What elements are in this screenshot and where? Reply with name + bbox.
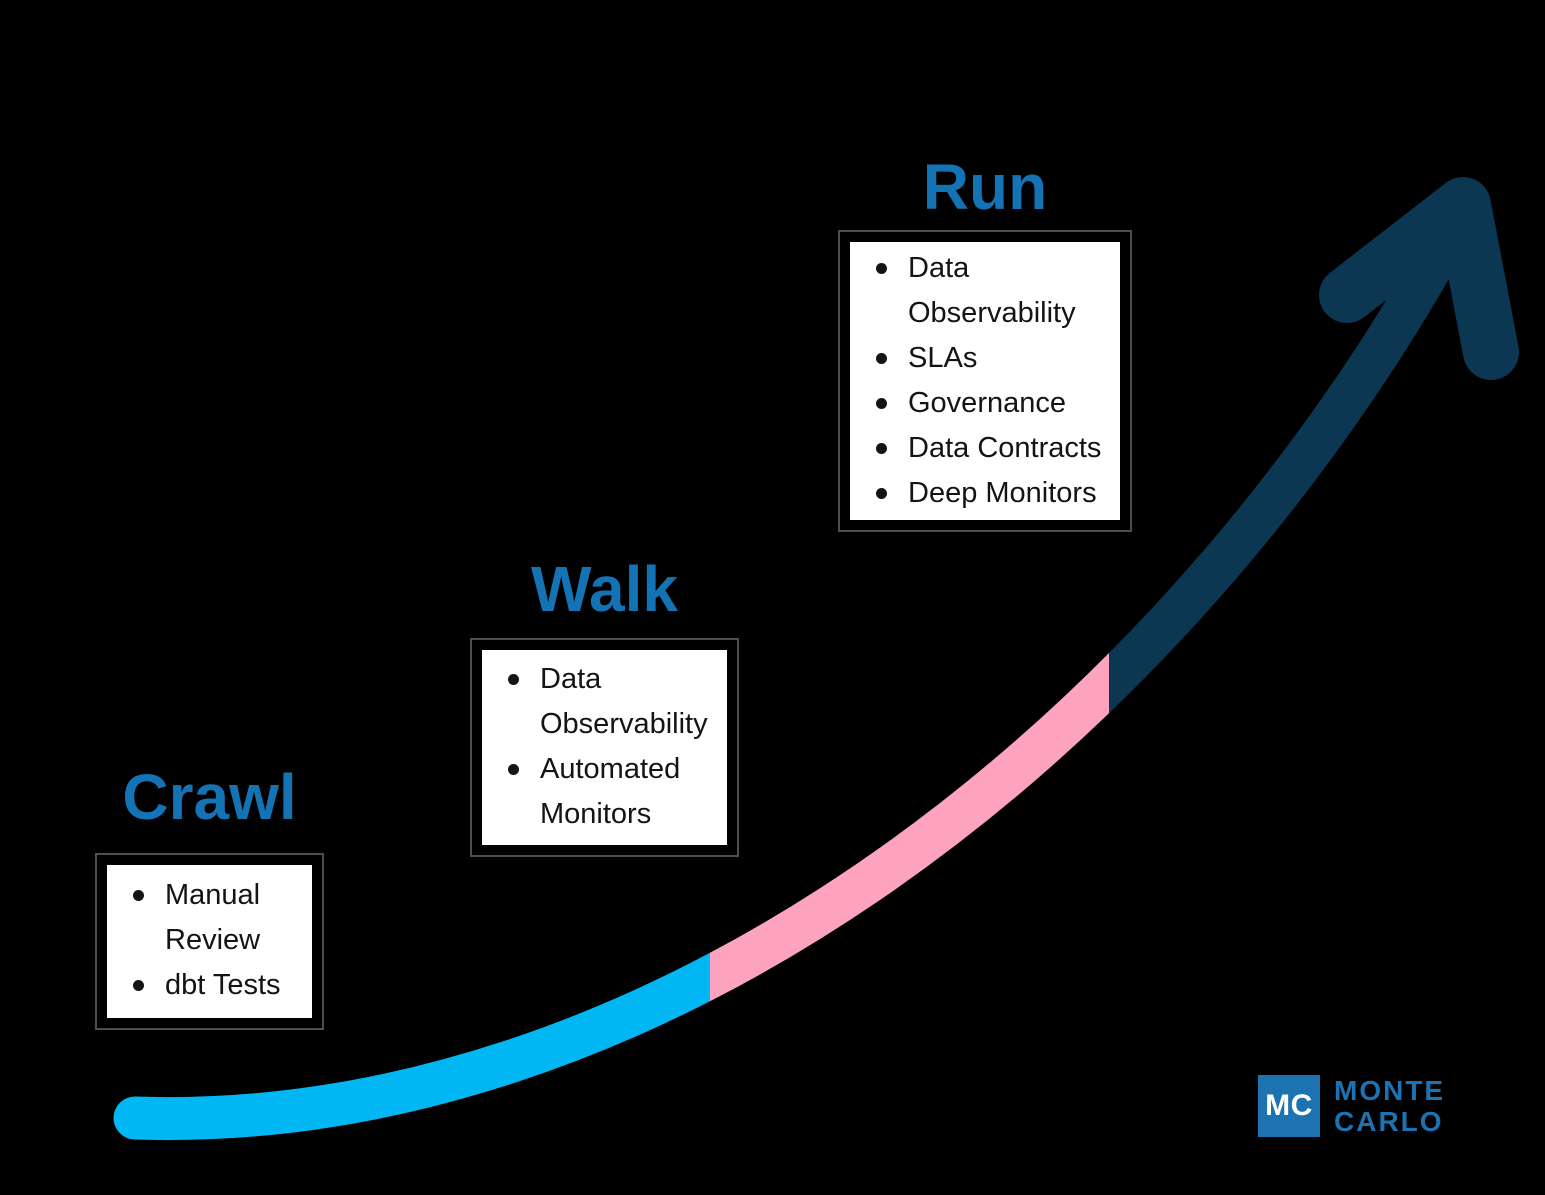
bullet-item: Data Observability bbox=[482, 657, 727, 747]
wordmark-line2: CARLO bbox=[1334, 1106, 1444, 1137]
run-panel: Data Observability SLAs Governance Data … bbox=[838, 230, 1132, 532]
stage-heading-crawl: Crawl bbox=[122, 761, 297, 833]
bullet-item: SLAs bbox=[850, 336, 1120, 381]
monte-carlo-wordmark: MONTE CARLO bbox=[1334, 1075, 1445, 1137]
walk-panel: Data Observability Automated Monitors bbox=[470, 638, 739, 857]
stage-heading-run: Run bbox=[922, 151, 1048, 223]
curve-segment-walk bbox=[710, 652, 1109, 1002]
crawl-panel: Manual Review dbt Tests bbox=[95, 853, 324, 1030]
monte-carlo-monogram-icon: MC bbox=[1258, 1075, 1320, 1137]
arrow-head-icon bbox=[1319, 177, 1519, 380]
bullet-item: Data Observability bbox=[850, 246, 1120, 336]
bullet-item: Manual Review bbox=[107, 873, 312, 963]
bullet-item: Governance bbox=[850, 381, 1120, 426]
curve-segment-crawl bbox=[113, 952, 710, 1141]
bullet-item: Data Contracts bbox=[850, 426, 1120, 471]
bullet-item: dbt Tests bbox=[107, 963, 312, 1008]
bullet-item: Deep Monitors bbox=[850, 471, 1120, 516]
bullet-item: Automated Monitors bbox=[482, 747, 727, 837]
walk-item-list: Data Observability Automated Monitors bbox=[482, 657, 727, 837]
curve-segment-run bbox=[1109, 233, 1460, 714]
stage-heading-walk: Walk bbox=[531, 553, 678, 625]
crawl-item-list: Manual Review dbt Tests bbox=[107, 873, 312, 1008]
monte-carlo-logo: MC MONTE CARLO bbox=[1258, 1075, 1445, 1137]
wordmark-line1: MONTE bbox=[1334, 1075, 1446, 1106]
run-item-list: Data Observability SLAs Governance Data … bbox=[850, 246, 1120, 516]
